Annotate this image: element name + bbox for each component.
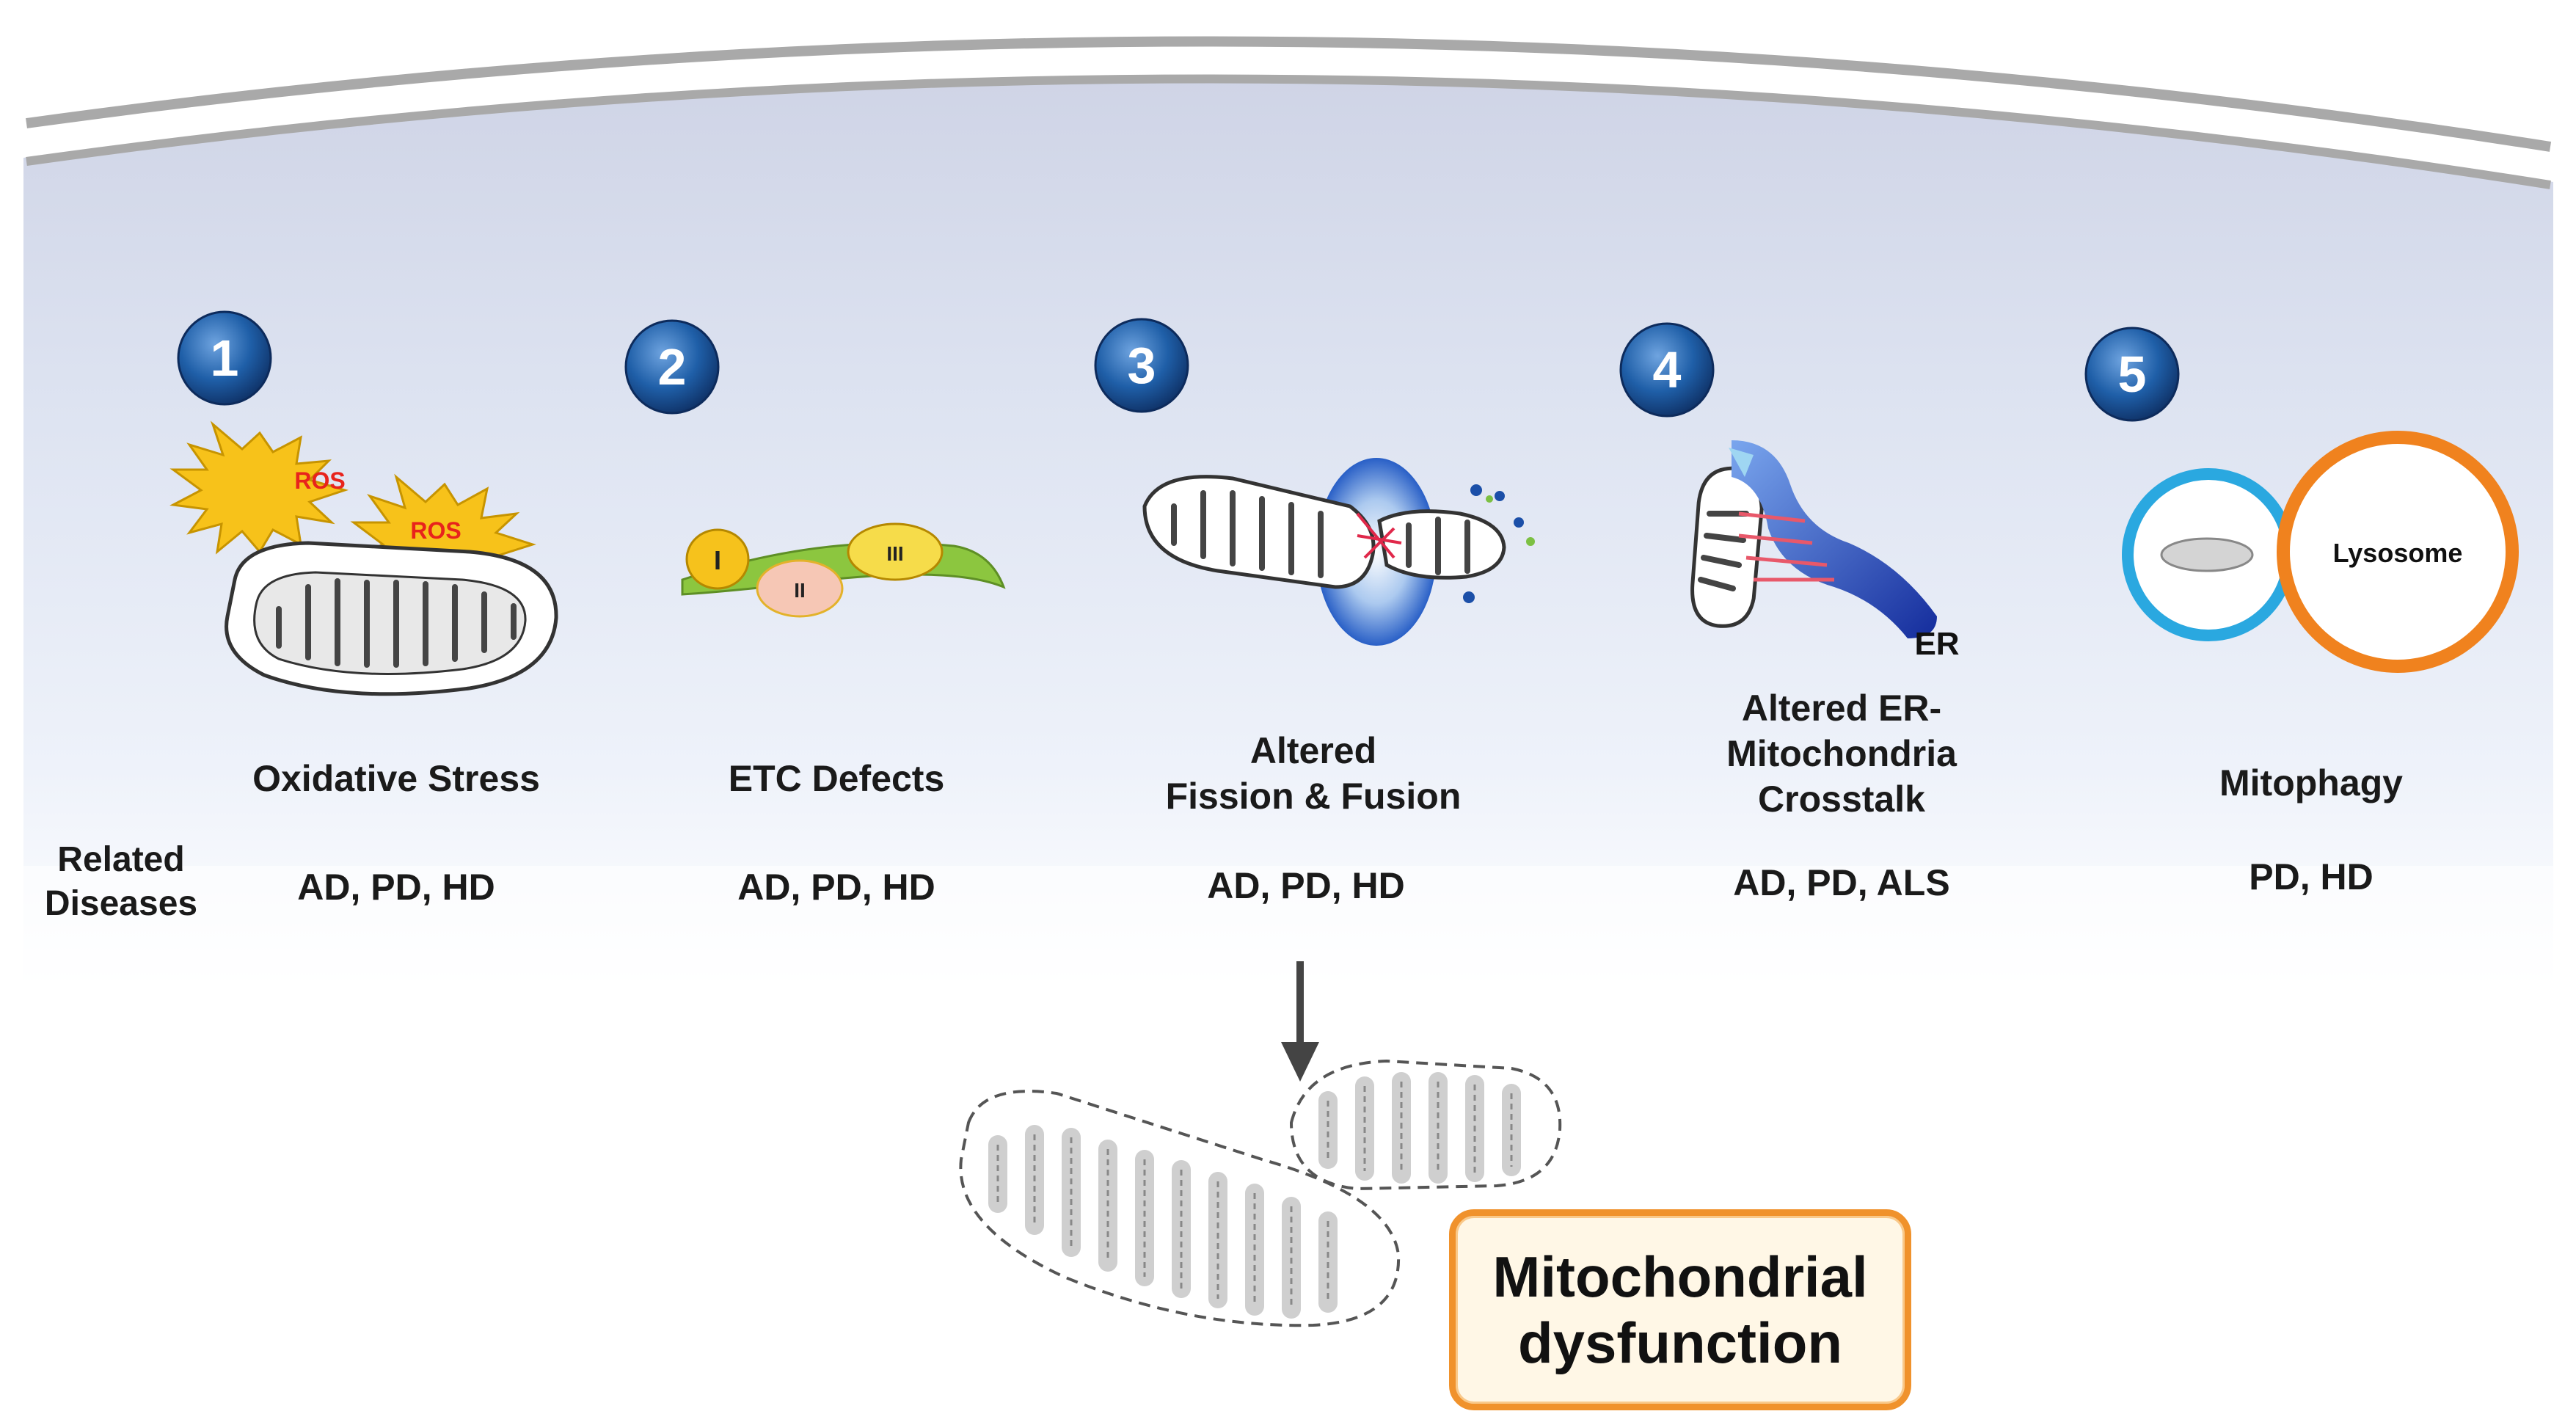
diseases-fission-fusion: AD, PD, HD <box>1207 865 1405 906</box>
complex-ii-icon <box>756 559 844 618</box>
complex-i-label: I <box>714 545 721 575</box>
related-label-line1: Related <box>57 840 185 879</box>
autophagosome-icon <box>2122 468 2295 641</box>
damaged-mitochondrion-icon <box>1289 1059 1562 1191</box>
badge-1-icon <box>177 310 272 406</box>
title-oxidative-stress: Oxidative Stress <box>252 758 540 799</box>
title-etc-defects: ETC Defects <box>728 758 945 799</box>
complex-iii-icon <box>847 522 944 581</box>
ros-label-1: ROS <box>294 467 345 494</box>
badge-3-icon <box>1094 318 1189 413</box>
er-mitochondria-icon: ER <box>1690 440 1960 662</box>
damaged-mitochondrion-icon <box>959 1090 1401 1327</box>
complex-iii-label: III <box>886 542 903 565</box>
etc-membrane-icon: I II III <box>681 522 1006 618</box>
er-label: ER <box>1914 626 1959 662</box>
diseases-oxidative-stress: AD, PD, HD <box>297 867 495 908</box>
ros-star-icon: ROS <box>169 420 349 555</box>
cell-membrane-inner <box>26 74 2551 189</box>
title-mitophagy: Mitophagy <box>2219 762 2403 803</box>
lysosome-icon: Lysosome <box>2277 431 2519 673</box>
ros-label-2: ROS <box>410 517 461 544</box>
badge-2-number: 2 <box>657 338 687 396</box>
complex-i-icon <box>685 528 750 590</box>
badge-2-icon <box>624 319 720 415</box>
badge-5-icon <box>2084 327 2180 422</box>
outcome-box: Mitochondrial dysfunction <box>1449 1209 1911 1410</box>
complex-ii-label: II <box>794 579 806 602</box>
badge-5-number: 5 <box>2117 346 2147 403</box>
badge-1-number: 1 <box>210 329 239 387</box>
mitochondrion-icon <box>225 541 558 696</box>
outcome-line1: Mitochondrial <box>1492 1244 1868 1309</box>
diseases-mitophagy: PD, HD <box>2249 856 2374 897</box>
badge-4-icon <box>1619 322 1715 418</box>
title-fission-fusion-line1: Altered <box>1249 730 1377 771</box>
related-label-line2: Diseases <box>44 884 198 923</box>
cell-membrane-outer <box>26 36 2552 152</box>
mitochondrion-fission-icon <box>1142 475 1535 603</box>
title-fission-fusion-line2: Fission & Fusion <box>1165 776 1462 817</box>
badge-4-number: 4 <box>1652 341 1682 398</box>
title-er-crosstalk-line2: Mitochondria <box>1726 733 1957 774</box>
cytoplasm-fade <box>0 866 2576 1027</box>
diseases-er-crosstalk: AD, PD, ALS <box>1733 862 1950 903</box>
lysosome-label: Lysosome <box>2333 538 2463 568</box>
outcome-line2: dysfunction <box>1518 1311 1842 1375</box>
title-er-crosstalk-line1: Altered ER- <box>1741 688 1942 729</box>
diseases-etc-defects: AD, PD, HD <box>737 867 935 908</box>
title-er-crosstalk-line3: Crosstalk <box>1758 779 1925 820</box>
arrow-down-icon <box>1281 961 1319 1082</box>
badge-3-number: 3 <box>1127 337 1156 394</box>
